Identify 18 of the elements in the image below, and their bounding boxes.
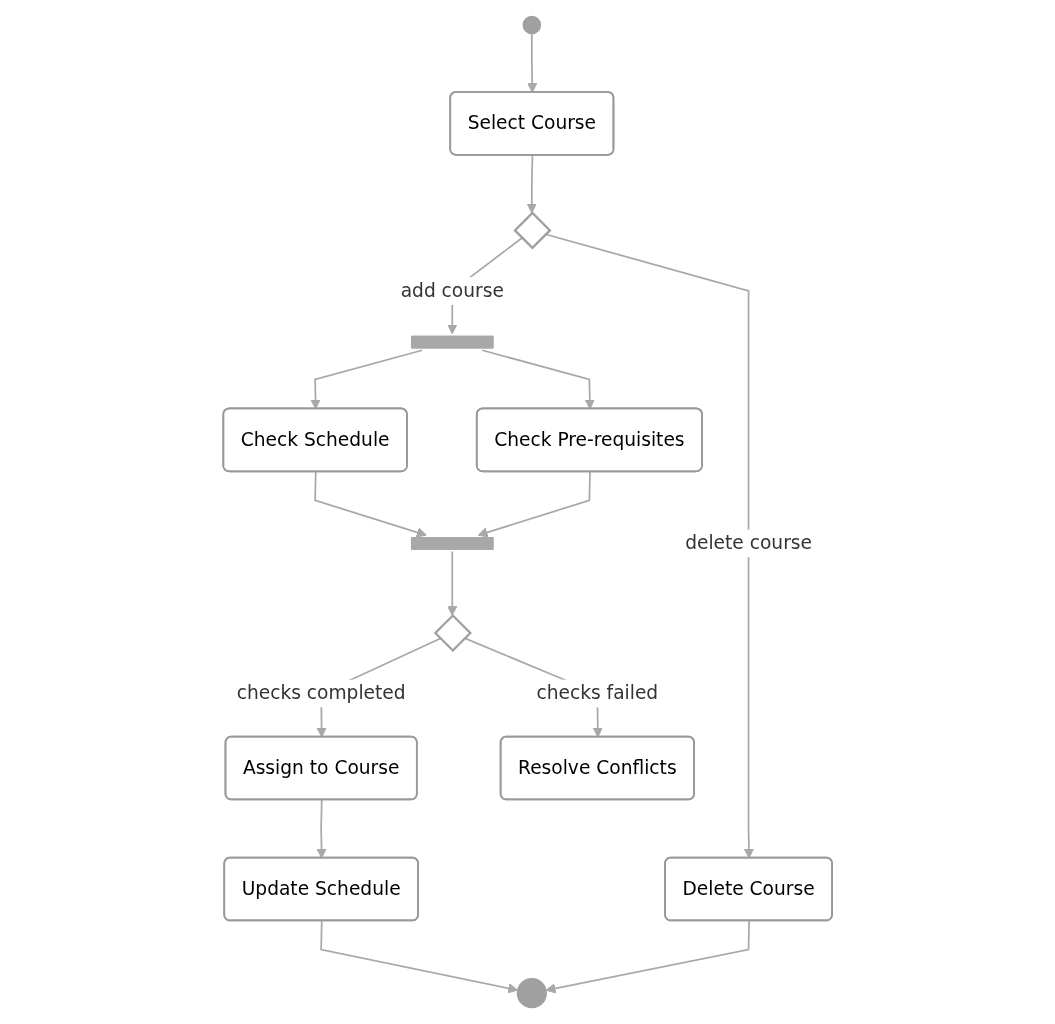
arrow — [545, 920, 750, 994]
arrow — [481, 349, 595, 410]
arrow — [320, 920, 518, 994]
node-circle — [516, 978, 547, 1009]
edge-label: checks completed — [236, 681, 406, 704]
arrow — [314, 470, 427, 538]
edge-label: delete course — [684, 531, 812, 554]
edge-label: add course — [400, 279, 504, 302]
arrow — [446, 550, 458, 616]
node-circle — [522, 15, 541, 35]
node-diamond — [513, 211, 552, 250]
arrow — [526, 154, 537, 214]
edge-label: checks failed — [536, 681, 659, 704]
node-diamond — [433, 613, 472, 653]
arrow — [477, 470, 591, 538]
arrow — [526, 32, 538, 93]
arrow — [310, 349, 423, 410]
arrow — [316, 799, 327, 859]
